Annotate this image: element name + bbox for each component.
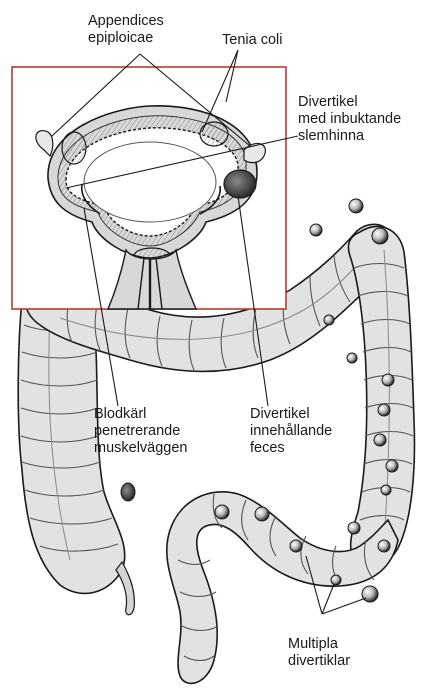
- label-multipla-divertiklar: Multipla divertiklar: [288, 636, 350, 670]
- label-divertikel-inbuktande: Divertikel med inbuktande slemhinna: [298, 94, 401, 145]
- appendix: [116, 562, 134, 615]
- diverticulum-feces: [224, 170, 256, 198]
- label-divertikel-feces: Divertikel innehållande feces: [250, 406, 332, 457]
- label-blodkarl: Blodkärl penetrerande muskelväggen: [94, 406, 188, 457]
- label-appendices-epiploicae: Appendices epiploicae: [88, 13, 164, 47]
- label-tenia-coli: Tenia coli: [222, 32, 282, 49]
